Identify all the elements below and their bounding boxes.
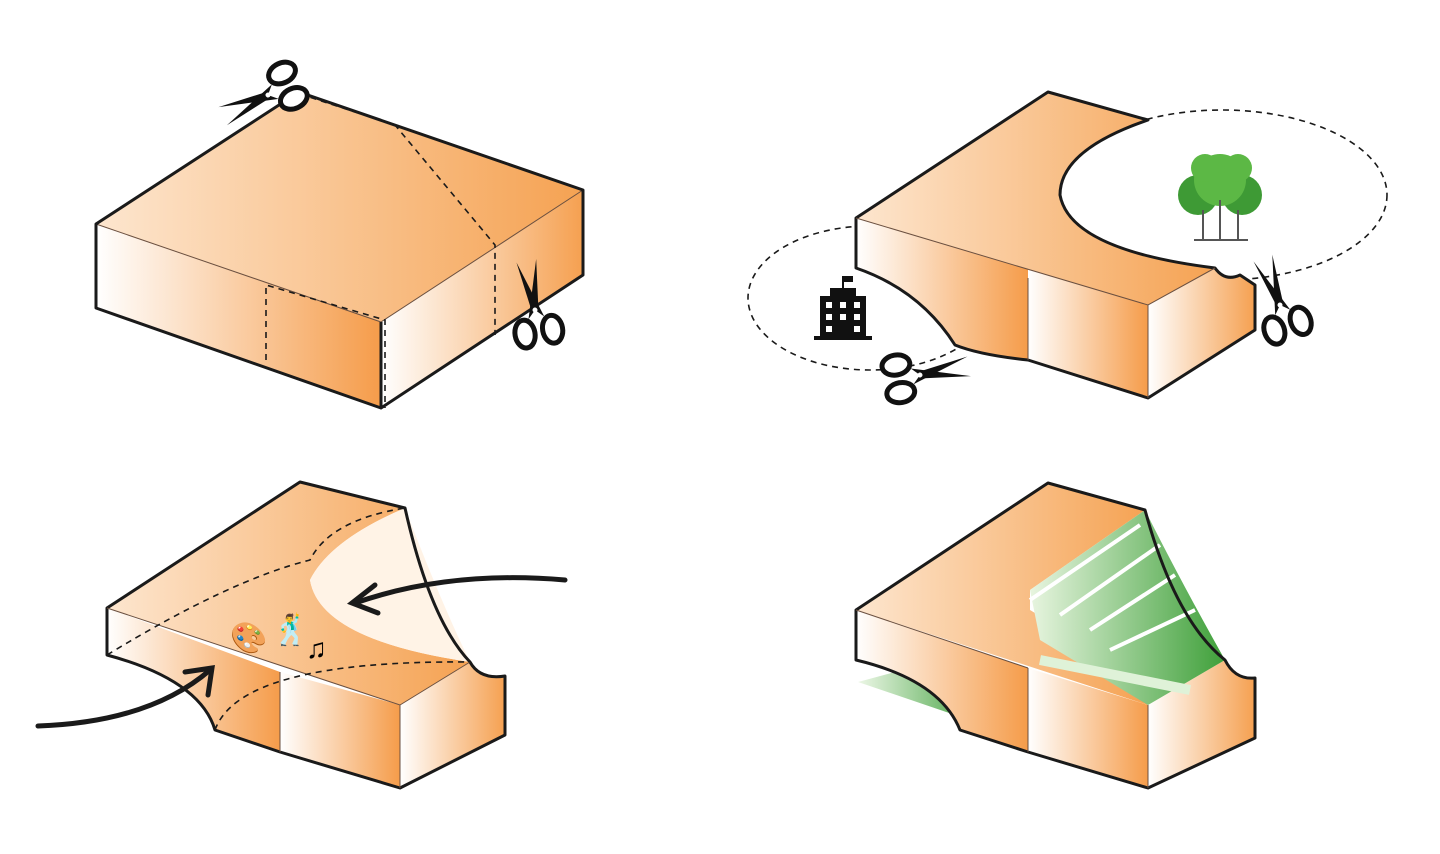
scissors-icon — [880, 343, 973, 405]
building-icon — [814, 276, 872, 340]
block-1-plain — [94, 90, 585, 410]
terrace-steps — [1028, 510, 1225, 705]
palette-icon: 🎨 — [230, 619, 267, 655]
trees-icon — [1178, 154, 1262, 241]
music-note-icon: ♫ — [306, 633, 327, 664]
block-3-cultural-space: 🎨 🕺 ♫ — [105, 480, 507, 790]
cut-line — [265, 283, 386, 408]
dancer-icon: 🕺 — [272, 611, 309, 647]
block-1-right-face — [381, 190, 583, 408]
block-1-left-face — [96, 224, 381, 408]
block-4-green-terraces — [854, 481, 1257, 790]
arrow-icon — [35, 575, 568, 729]
block-2-cut — [747, 90, 1388, 400]
